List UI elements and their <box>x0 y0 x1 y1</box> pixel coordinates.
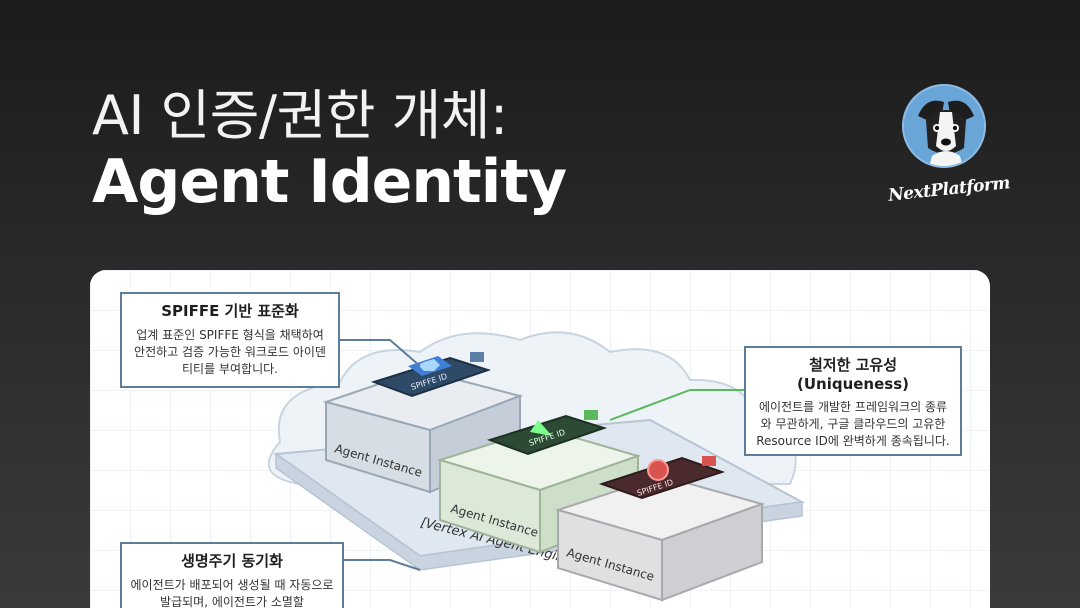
circle-icon <box>647 459 669 481</box>
callout-lifecycle-title: 생명주기 동기화 <box>181 552 283 570</box>
page-title-line1: AI 인증/권한 개체: <box>92 84 508 147</box>
connector-spiffe <box>340 339 421 367</box>
architecture-illustration: [Vertex AI Agent Engine] Agent Instance … <box>267 331 806 602</box>
brand-name: NextPlatform <box>887 173 1011 206</box>
dog-avatar <box>902 84 986 168</box>
callout-lifecycle: 생명주기 동기화 에이전트가 배포되어 생성될 때 자동으로 발급되며, 에이전… <box>120 542 344 608</box>
title-block: AI 인증/권한 개체: Agent Identity <box>92 84 567 217</box>
callout-lifecycle-body: 에이전트가 배포되어 생성될 때 자동으로 발급되며, 에이전트가 소멸할 <box>130 578 334 608</box>
hexagon-icon <box>418 359 440 371</box>
agent-instance-3: Agent Instance SPIFFE ID <box>554 456 766 602</box>
callout-uniqueness-title: 철저한 고유성 (Uniqueness) <box>796 356 909 393</box>
dog-icon <box>904 86 984 166</box>
page-title-line2: Agent Identity <box>92 147 567 217</box>
callout-spiffe-body: 업계 표준인 SPIFFE 형식을 채택하여 안전하고 검증 가능한 워크로드 … <box>134 328 326 376</box>
connector-uniqueness <box>609 389 744 421</box>
diagram-card: [Vertex AI Agent Engine] Agent Instance … <box>90 270 990 608</box>
connector-lifecycle <box>344 559 421 571</box>
brand-logo: NextPlatform <box>887 84 1011 206</box>
triangle-icon <box>530 420 552 436</box>
callout-uniqueness: 철저한 고유성 (Uniqueness) 에이전트를 개발한 프레임워크의 종류… <box>744 346 962 456</box>
callout-spiffe-title: SPIFFE 기반 표준화 <box>161 302 299 320</box>
callout-uniqueness-body: 에이전트를 개발한 프레임워크의 종류와 무관하게, 구글 클라우드의 고유한 … <box>756 400 950 448</box>
callout-spiffe: SPIFFE 기반 표준화 업계 표준인 SPIFFE 형식을 채택하여 안전하… <box>120 292 340 388</box>
